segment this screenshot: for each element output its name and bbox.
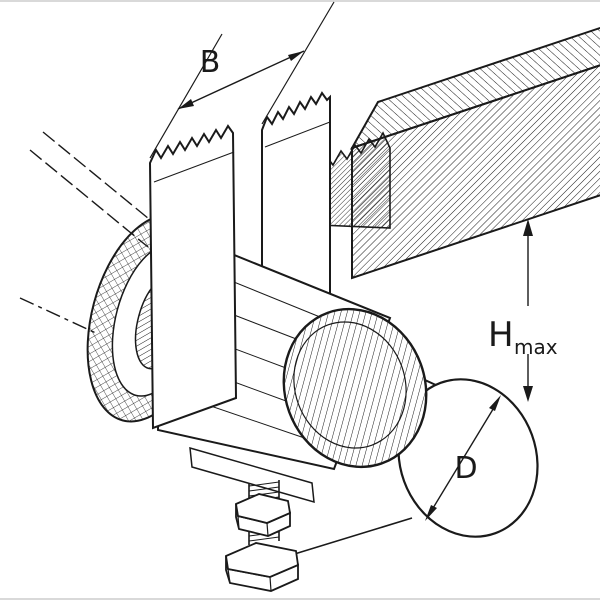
dim-d-label: D [454,451,477,486]
dim-h-label: H [488,315,514,355]
hex-nut-lower [225,542,299,592]
mounting-rail [349,26,600,280]
rail-front-face [351,64,600,280]
arrowhead [178,99,194,109]
clamp-strap-left [148,124,238,430]
top-edge-line [0,0,600,2]
dimension-b: B [149,1,335,159]
centerline-axis [19,131,161,335]
clamp-foot [189,446,315,504]
arrowhead [425,505,437,521]
arrowhead [523,386,533,402]
cable-end-face [397,378,539,538]
hex-nut-upper [234,493,292,537]
dimension-d: D [425,395,501,521]
dim-b-label: B [200,45,221,80]
bottom-edge-line [0,598,600,600]
dim-h-sub-label: max [514,335,558,359]
clamp-bore [282,307,428,469]
arrowhead [288,51,304,61]
arrowhead [489,395,501,411]
dimension-h-max: H max [488,219,558,402]
cable [287,363,539,557]
arrowhead [523,219,533,236]
cable-bottom-tangent [287,517,413,557]
rail-top-face [349,26,600,150]
